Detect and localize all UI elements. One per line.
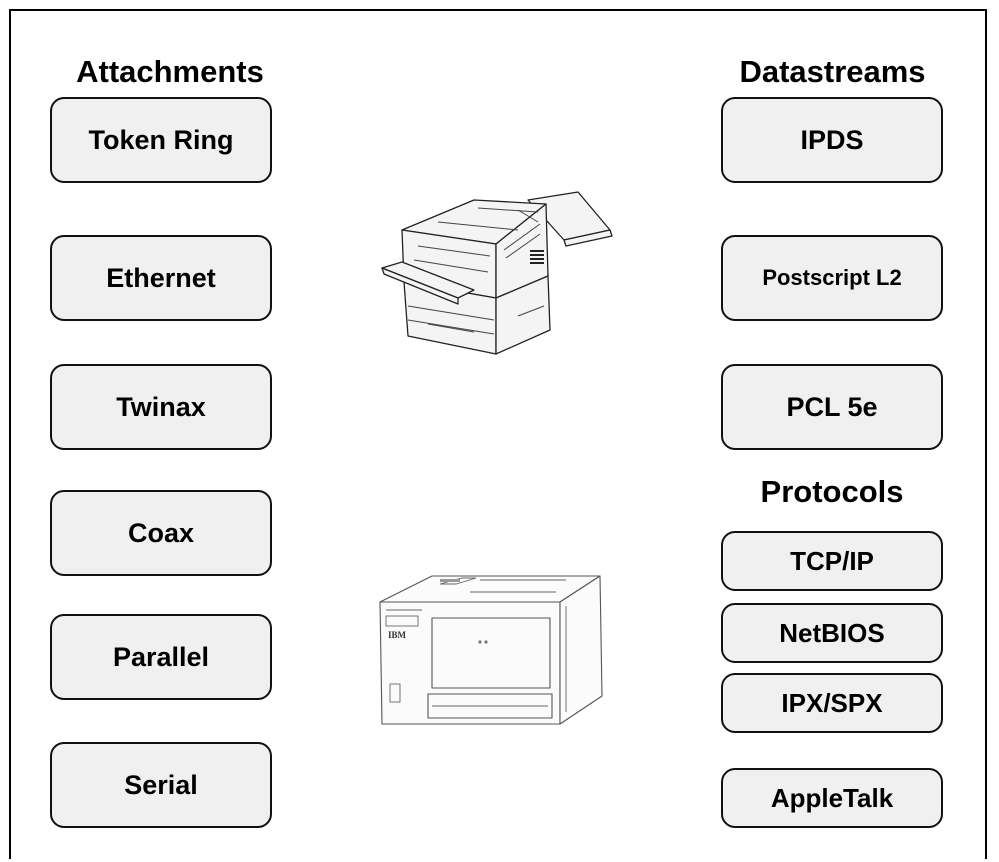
protocol-netbios: NetBIOS <box>721 603 943 663</box>
datastream-ipds: IPDS <box>721 97 943 183</box>
datastream-postscript-l2: Postscript L2 <box>721 235 943 321</box>
printer-illustration-top <box>381 191 613 355</box>
attachment-token-ring: Token Ring <box>50 97 272 183</box>
attachment-coax: Coax <box>50 490 272 576</box>
datastreams-heading: Datastreams <box>739 54 926 89</box>
attachment-ethernet: Ethernet <box>50 235 272 321</box>
ibm-logo: IBM <box>388 630 407 640</box>
datastream-pcl-5e: PCL 5e <box>721 364 943 450</box>
protocol-appletalk: AppleTalk <box>721 768 943 828</box>
diagram-frame <box>9 9 987 859</box>
printer-illustration-ibm: IBM <box>379 575 603 725</box>
attachment-parallel: Parallel <box>50 614 272 700</box>
attachment-twinax: Twinax <box>50 364 272 450</box>
protocol-tcp-ip: TCP/IP <box>721 531 943 591</box>
protocols-heading: Protocols <box>760 474 904 509</box>
protocol-ipx-spx: IPX/SPX <box>721 673 943 733</box>
attachment-serial: Serial <box>50 742 272 828</box>
attachments-heading: Attachments <box>76 54 264 89</box>
